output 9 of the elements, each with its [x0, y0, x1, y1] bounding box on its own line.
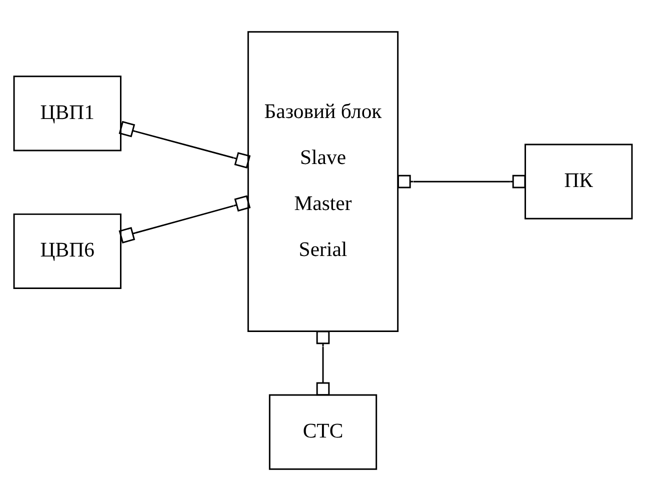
node-box: ЦВП6: [13, 213, 122, 290]
connector: [398, 174, 526, 188]
connector: [118, 195, 251, 244]
node-box: СТС: [268, 394, 378, 470]
connector: [316, 330, 330, 396]
node-box: ПК: [524, 144, 633, 220]
node-box: ЦВП1: [13, 76, 122, 152]
node-box: Базовий блок Slave Master Serial: [247, 31, 399, 332]
connector: [118, 120, 251, 168]
